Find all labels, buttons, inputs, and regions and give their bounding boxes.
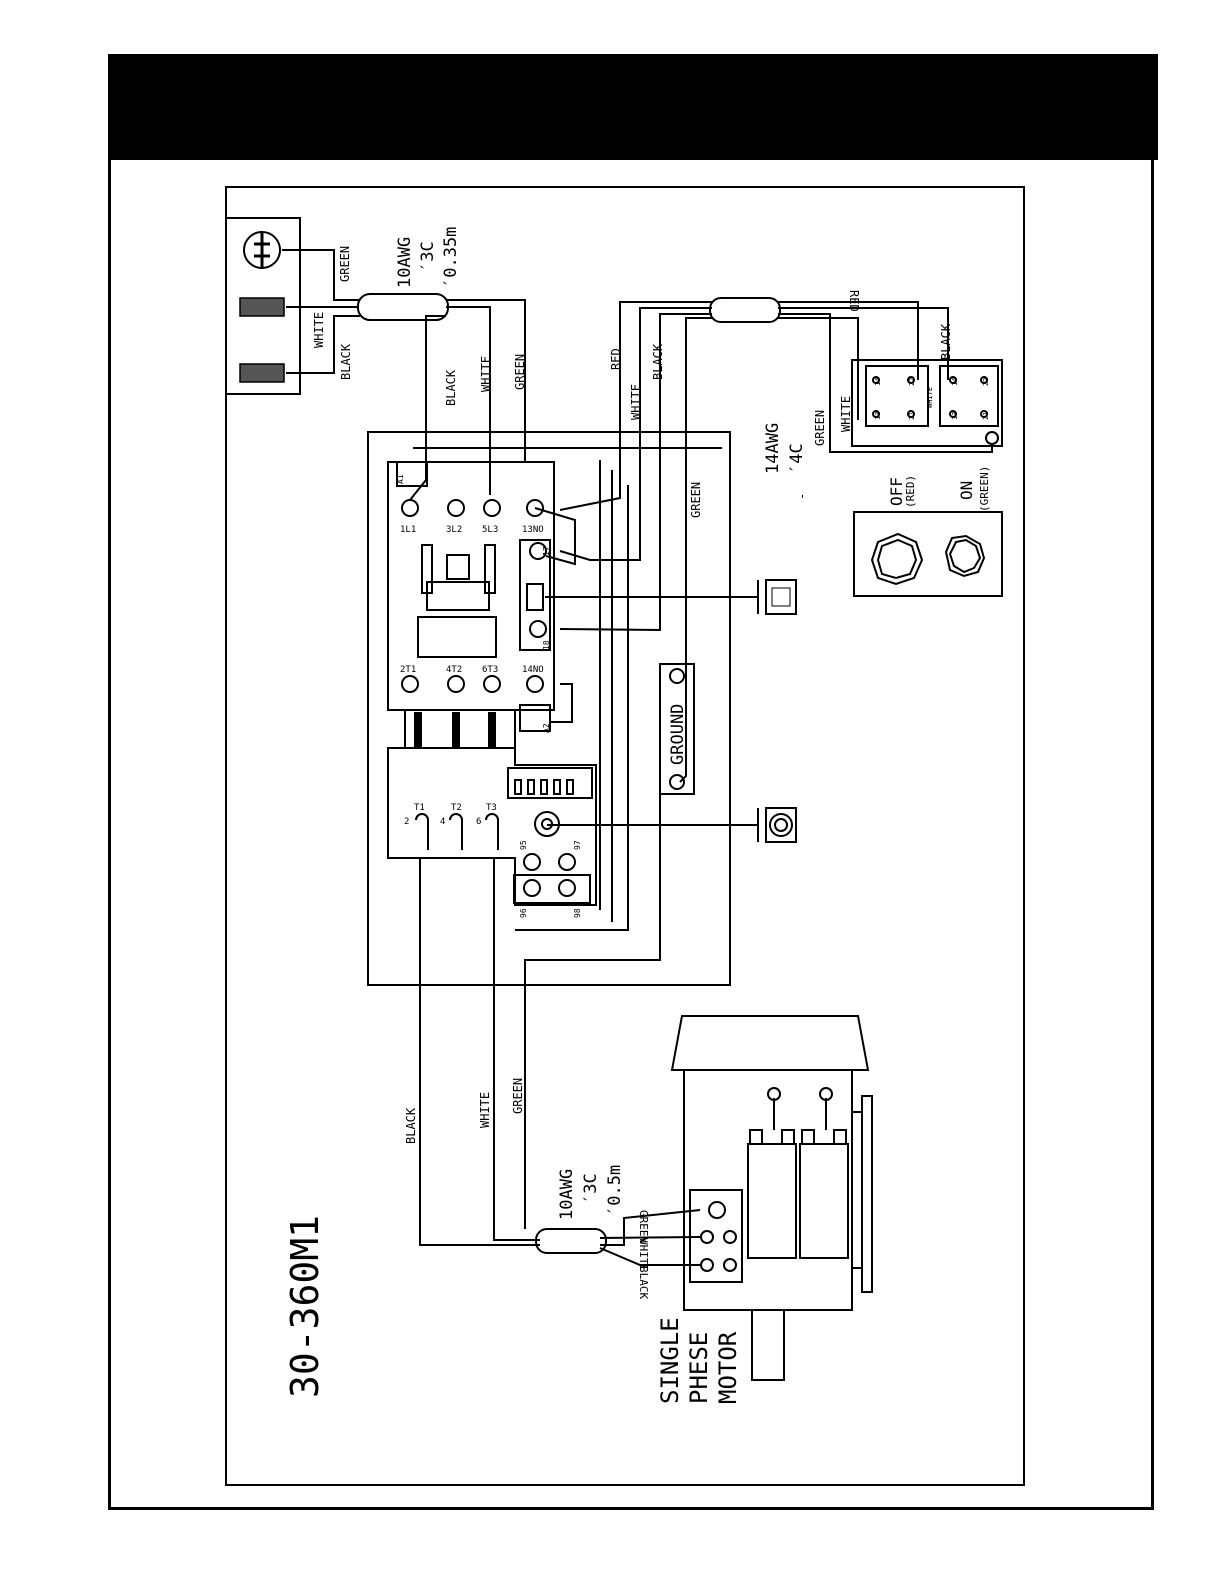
push-button-panel [853,511,1003,597]
switch-white-short-label: WHITE [926,387,934,408]
contactor-terminal-2t1: 2T1 [400,665,416,675]
switch-cable-dash: - [795,493,809,500]
overload-terminal-t3: T3 [486,803,497,813]
overload-terminal-6: 6 [476,817,481,827]
plug-pins [239,297,285,383]
overload-terminal-98: 98 [573,908,582,918]
contactor-terminal-14no: 14NO [522,665,544,675]
switch-green-label: GREEN [689,482,703,518]
off-button-label: OFF [887,477,906,506]
supply-cable-length: ′0.35m [441,227,461,288]
diagram-border [225,186,1025,1486]
overload-terminal-t1: T1 [414,803,425,813]
switch-red-label: RED [609,348,623,370]
on-button-color: (GREEN) [978,466,991,512]
supply-black-label: BLACK [444,369,458,406]
overload-terminal-96: 96 [519,908,528,918]
motor-black-label: BLACK [404,1107,418,1144]
supply-cable-gauge: 10AWG [395,237,415,288]
contactor-terminal-5l3: 5L3 [482,525,498,535]
switch-cable-sleeve [709,297,781,323]
model-label: 30-360M1 [283,1215,327,1398]
overload-terminal-4: 4 [440,817,445,827]
switch-cable-gauge: 14AWG [763,423,783,474]
supply-cable-cores: ′3C [418,241,438,272]
switch-terminal-13b: 13 [951,412,959,420]
motor [670,1015,873,1381]
supply-white-label: WHITE [479,356,493,392]
contactor-aux-17: 17 [542,546,551,556]
switch-assembly [851,359,1003,447]
contactor-terminal-3l2: 3L2 [446,525,462,535]
on-button-label: ON [957,481,976,500]
switch-white-label: WHITE [629,384,643,420]
switch-terminal-14a: 14 [874,378,882,386]
motor-terminal-green-label: GREEN [637,1210,650,1243]
control-enclosure [367,431,731,986]
motor-terminal-black-label: BLACK [637,1266,650,1299]
motor-label-line2: PHESE [685,1332,713,1404]
motor-terminal-white-label: WHITE [637,1238,650,1271]
motor-cable-length: ′0.5m [605,1165,625,1216]
contactor-terminal-13no: 13NO [522,525,544,535]
overload-relay [387,747,597,906]
switch-white-top-label: WHITE [839,396,853,432]
overload-terminal-97: 97 [573,840,582,850]
switch-terminal-13a: 13 [874,412,882,420]
reset-sensor-small [757,579,797,615]
switch-terminal-21a: 21 [908,412,916,420]
contactor-terminal-a1: A1 [396,474,405,484]
reset-sensor-round [757,807,797,843]
switch-red-top-label: RED [847,290,861,312]
off-button-color: (RED) [904,475,917,508]
switch-green-top-label: GREEN [813,410,827,446]
header-bar [108,54,1158,160]
motor-green-label: GREEN [511,1078,525,1114]
plug-wire-white-label: WHITE [312,312,326,348]
plug-wire-black-label: BLACK [339,343,353,380]
motor-label-line3: MOTOR [714,1331,742,1404]
wires [282,249,993,1266]
motor-cable-sleeve [535,1228,607,1254]
switch-cable-cores: ′4C [787,443,807,474]
contactor-terminal-a2: A2 [542,723,551,733]
contactor-aux-18: 18 [542,640,551,650]
switch-terminal-22a: 22 [908,378,916,386]
switch-terminal-14b: 14 [951,378,959,386]
contactor-bus-bars [414,712,496,748]
contactor-terminal-1l1: 1L1 [400,525,416,535]
contactor [387,461,555,749]
motor-white-label: WHITE [478,1092,492,1128]
switch-terminal-22b: 22 [982,378,990,386]
overload-terminal-2: 2 [404,817,409,827]
switch-terminal-21b: 21 [982,412,990,420]
motor-cable-cores: ′3C [581,1173,601,1204]
ground-plug-pin [243,231,281,269]
contactor-terminal-4t2: 4T2 [446,665,462,675]
overload-terminal-95: 95 [519,840,528,850]
ground-bar [659,663,695,795]
plug-wire-green-label: GREEN [338,246,352,282]
supply-green-label: GREEN [513,354,527,390]
overload-terminal-t2: T2 [451,803,462,813]
contactor-terminal-6t3: 6T3 [482,665,498,675]
motor-label-line1: SINGLE [656,1317,684,1404]
switch-black-top-label: BLACK [939,323,953,360]
switch-black-label: BLACK [651,343,665,380]
motor-cable-gauge: 10AWG [557,1169,577,1220]
ground-label: GROUND [668,704,688,765]
